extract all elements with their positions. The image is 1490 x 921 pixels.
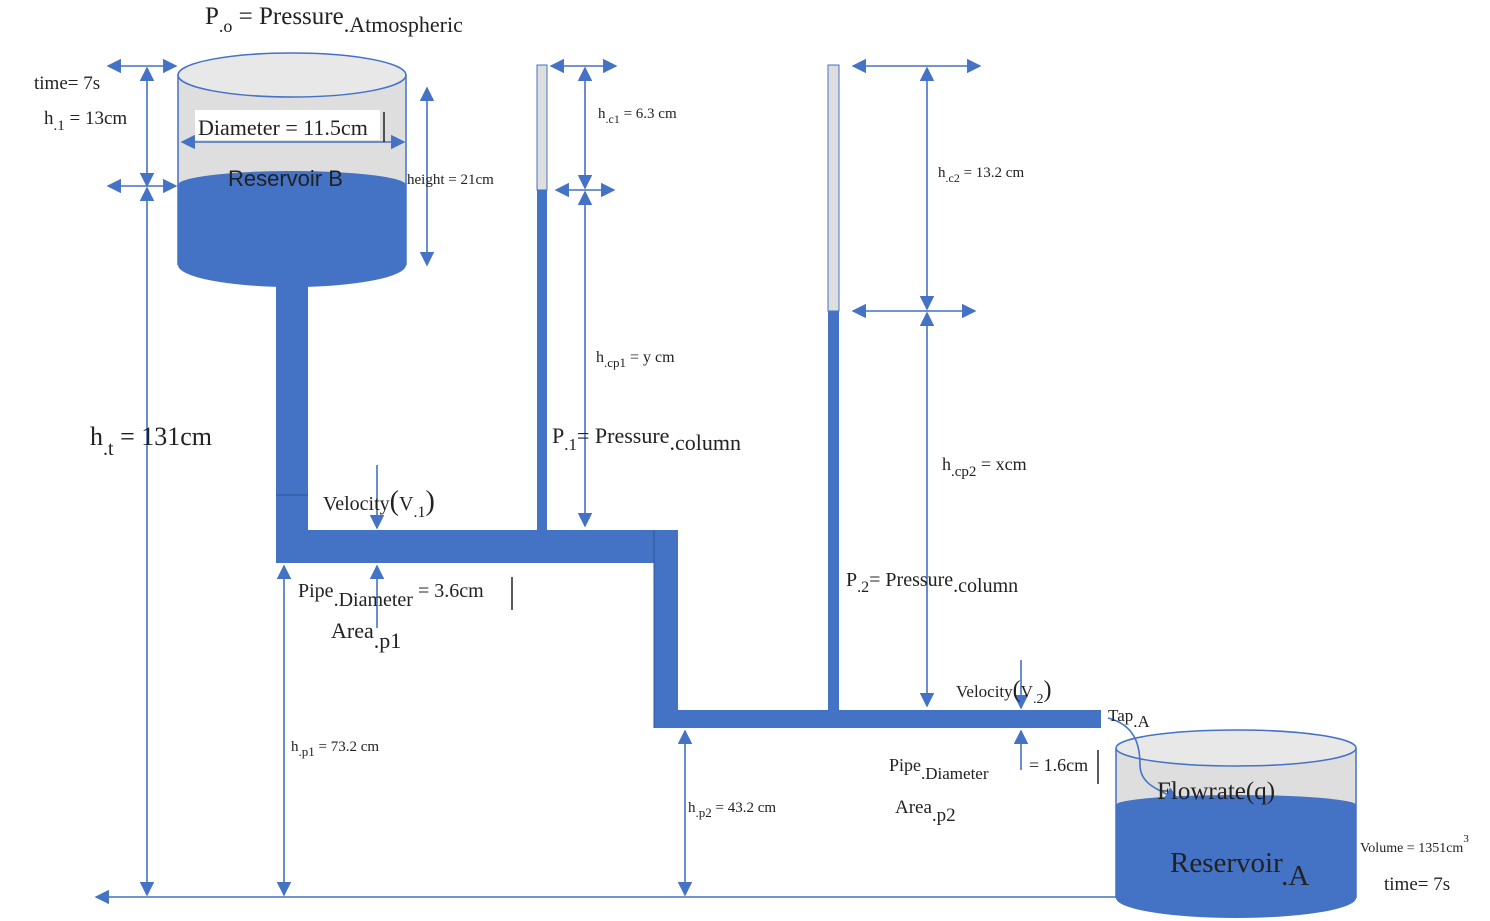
- pipe-network: [276, 283, 1101, 728]
- pipe2-diameter-label: Pipe.Diameter = 1.6cm: [889, 755, 1088, 783]
- pipe-1: [276, 530, 678, 563]
- tap-a-label: Tap.A: [1108, 706, 1151, 731]
- reservoir-a-label: Reservoir.A: [1170, 847, 1309, 892]
- reservoir-a-water: [1116, 805, 1356, 918]
- dimension-arrows: [94, 58, 1125, 905]
- h1-label: h.1 = 13cm: [44, 108, 127, 134]
- velocity-v1-label: Velocity(V.1): [323, 486, 435, 521]
- hcp1-label: h.cp1 = y cm: [596, 349, 675, 370]
- outlet-pipe-vertical: [276, 283, 308, 563]
- reservoir-b-water: [178, 185, 406, 287]
- velocity-v2-label: Velocity(V.2): [956, 677, 1051, 707]
- hp2-label: h.p2 = 43.2 cm: [688, 800, 776, 820]
- flowrate-label: Flowrate(q): [1157, 778, 1275, 805]
- reservoir-b-height-label: height = 21cm: [407, 172, 494, 188]
- ht-label: h.t = 131cm: [90, 422, 212, 460]
- tap-stream-arrow: [1107, 717, 1180, 801]
- pressure-column-1: [536, 64, 548, 530]
- area-p1-label: Area.p1: [331, 618, 401, 653]
- pipe-step: [654, 530, 678, 728]
- atmospheric-pressure-label: P.o = Pressure.Atmospheric: [205, 3, 463, 37]
- pipe1-diameter-label: Pipe.Diameter = 3.6cm: [298, 580, 484, 611]
- reservoir-b-diameter-label: Diameter = 11.5cm: [198, 115, 368, 140]
- volume-label: Volume = 1351cm3: [1360, 833, 1469, 856]
- area-p2-label: Area.p2: [895, 797, 956, 826]
- reservoir-b-water-surface: [178, 171, 406, 199]
- reservoir-a-top: [1115, 729, 1357, 767]
- hc1-label: h.c1 = 6.3 cm: [598, 106, 677, 126]
- hcp2-label: h.cp2 = xcm: [942, 454, 1027, 480]
- reservoir-b: [177, 52, 407, 287]
- hc2-label: h.c2 = 13.2 cm: [938, 165, 1024, 185]
- p2-pressure-label: P.2= Pressure.column: [846, 569, 1018, 597]
- time-label-bottom: time= 7s: [1384, 874, 1450, 895]
- pressure-column-2: [827, 64, 840, 710]
- reservoir-b-label: Reservoir B: [228, 166, 343, 191]
- hp1-label: h.p1 = 73.2 cm: [291, 739, 379, 759]
- time-label-top: time= 7s: [34, 73, 100, 94]
- pipe-2: [654, 710, 1101, 728]
- p1-pressure-label: P.1= Pressure.column: [552, 423, 741, 455]
- reservoir-a: [1115, 729, 1357, 918]
- reservoir-b-top: [177, 52, 407, 98]
